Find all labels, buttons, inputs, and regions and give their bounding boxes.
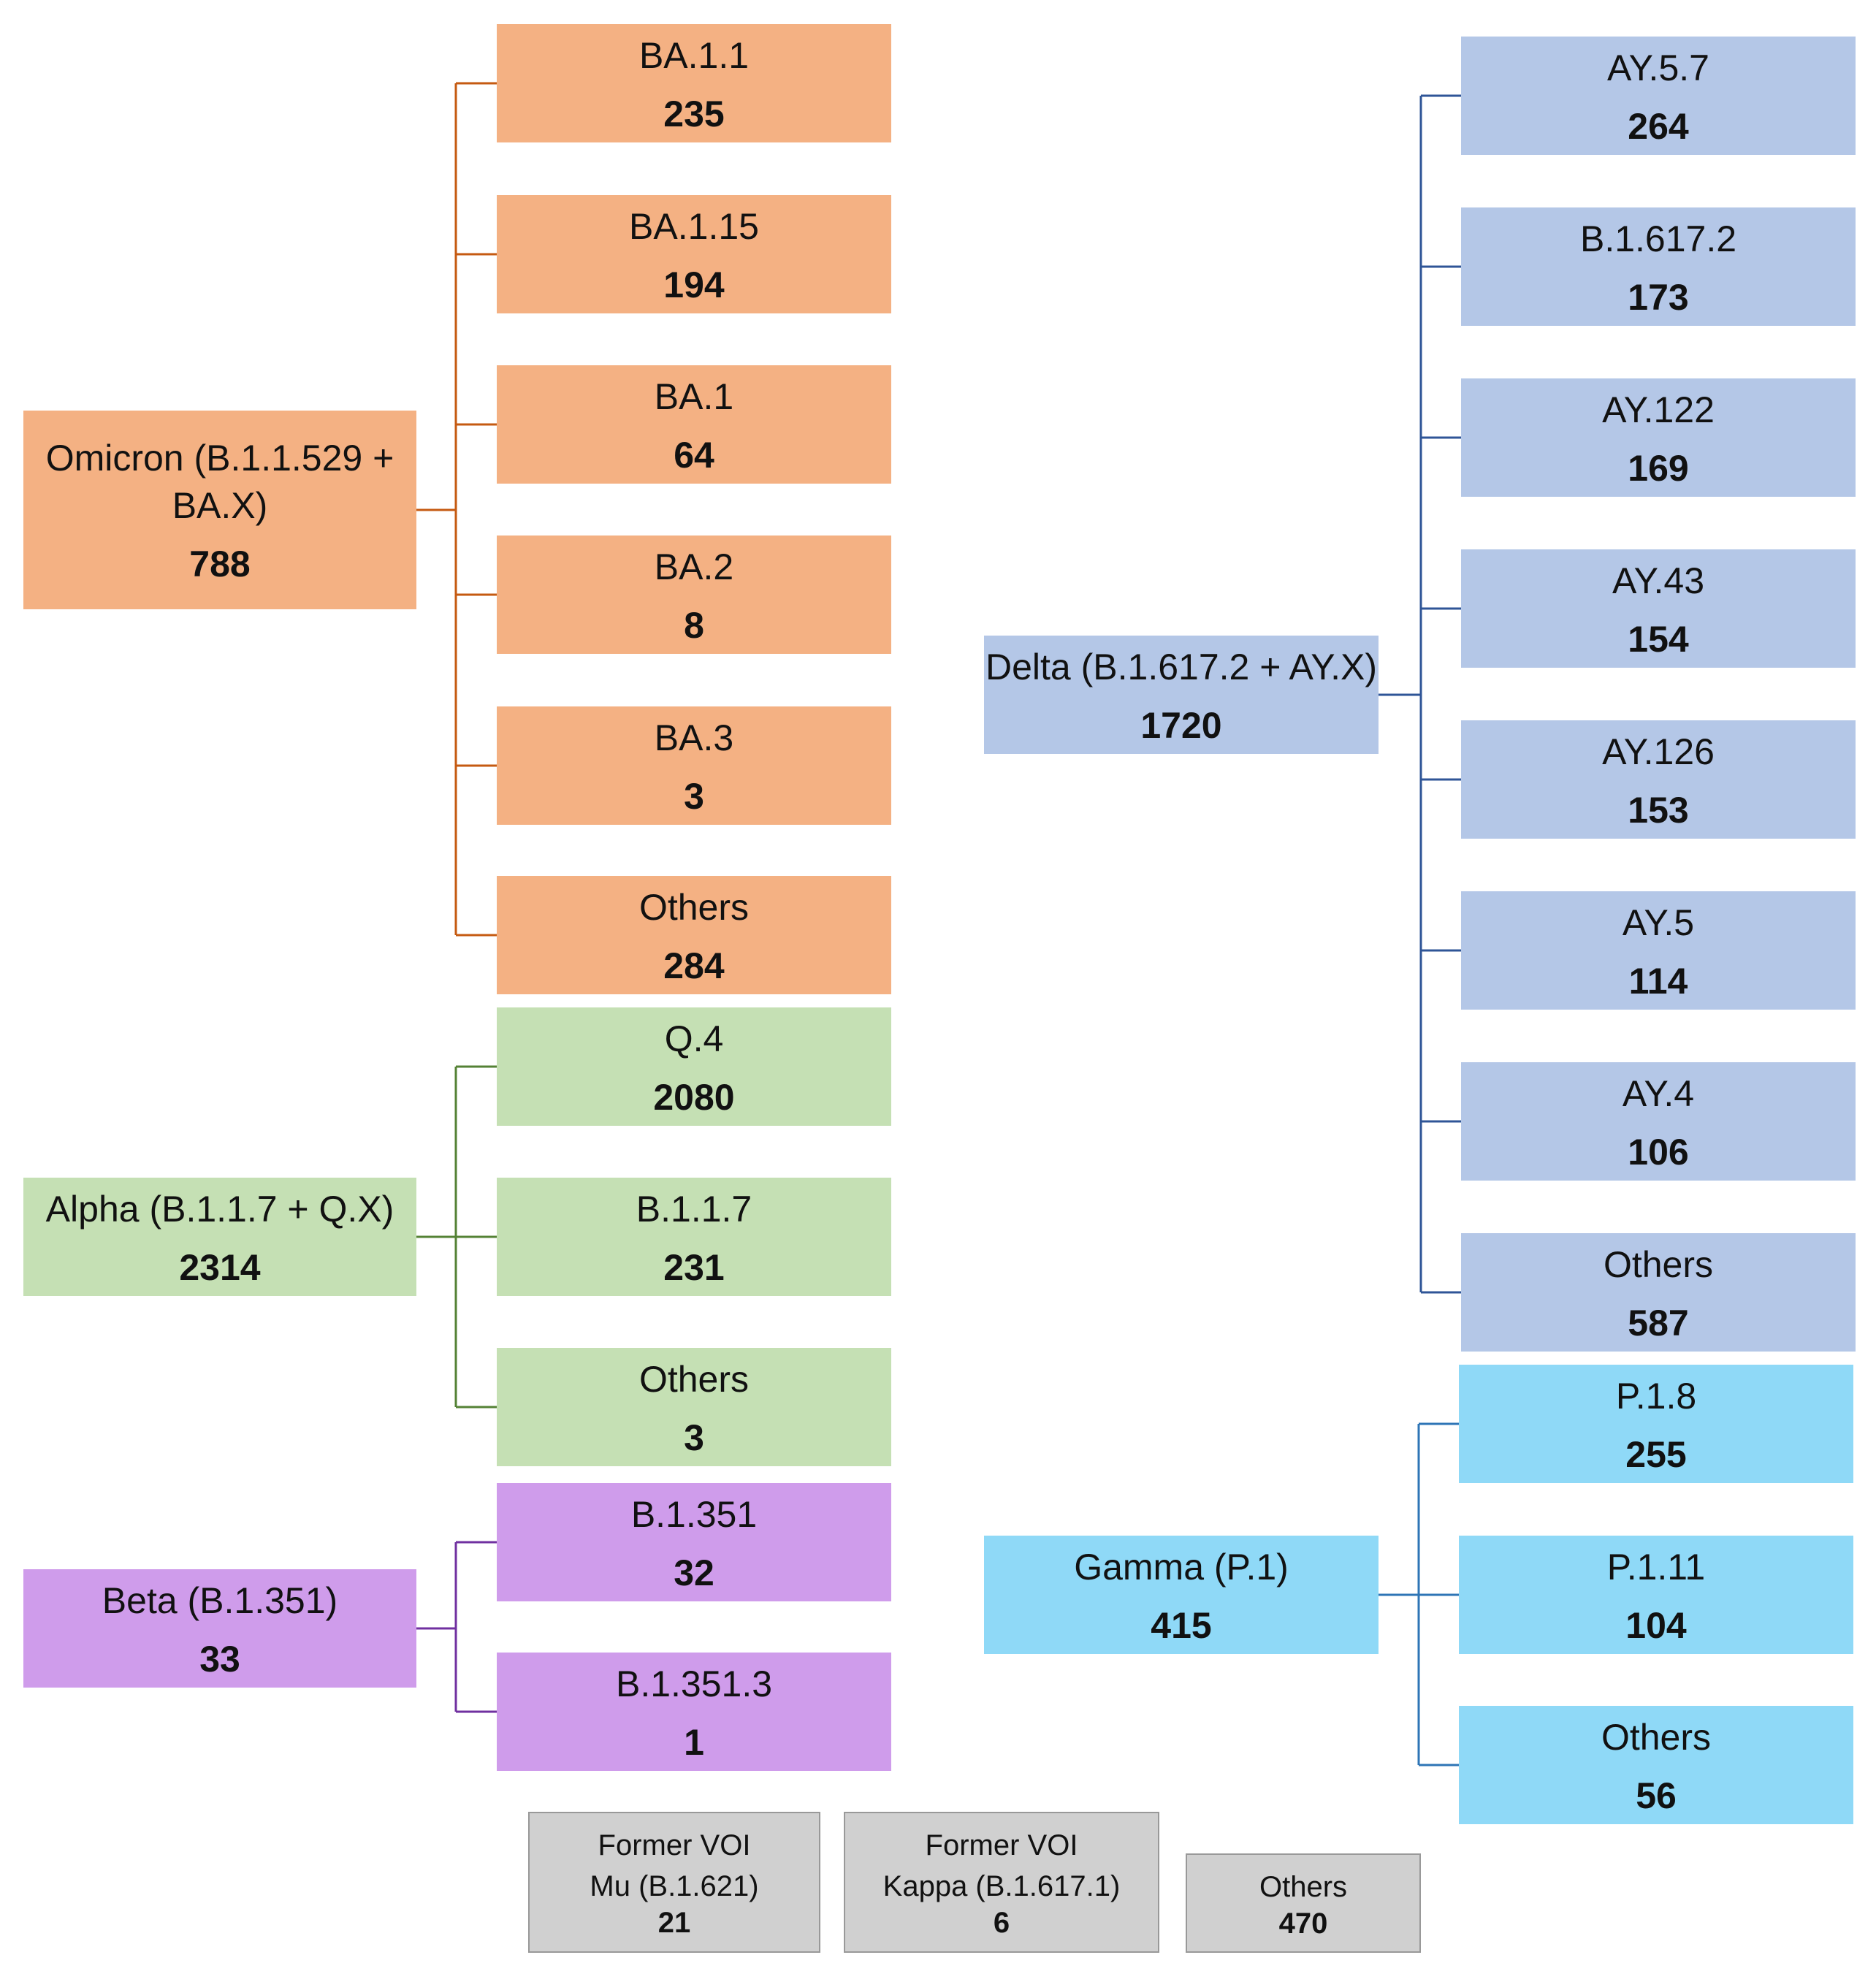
child-count: 154 [1628,618,1689,660]
former-voi-kappa-label: Former VOI Kappa (B.1.617.1) [882,1829,1121,1902]
child-count: 587 [1628,1302,1689,1343]
child-count: 169 [1628,447,1689,489]
child-label: AY.122 [1602,389,1715,430]
delta-child-box: B.1.617.2 173 [1461,207,1856,326]
child-label: AY.4 [1622,1072,1695,1114]
child-count: 114 [1628,960,1688,1002]
child-label: AY.43 [1612,560,1705,601]
child-label: P.1.11 [1606,1546,1706,1587]
delta-parent-box: Delta (B.1.617.2 + AY.X) 1720 [984,636,1379,754]
beta-label: Beta (B.1.351) [102,1579,338,1621]
omicron-child-box: BA.3 3 [497,706,891,825]
child-count: 153 [1628,789,1689,831]
omicron-child-box: BA.2 8 [497,535,891,654]
child-label: B.1.351 [630,1493,758,1535]
alpha-child-box: B.1.1.7 231 [497,1178,891,1296]
beta-count: 33 [199,1638,240,1680]
beta-child-box: B.1.351.3 1 [497,1653,891,1771]
child-label: Others [1601,1716,1712,1758]
alpha-child-box: Q.4 2080 [497,1007,891,1126]
alpha-parent-box: Alpha (B.1.1.7 + Q.X) 2314 [23,1178,416,1296]
former-voi-kappa-count: 6 [993,1907,1010,1939]
child-count: 284 [663,945,725,986]
omicron-parent-box: Omicron (B.1.1.529 + BA.X) 788 [23,411,416,609]
child-count: 255 [1625,1433,1687,1475]
child-label: B.1.1.7 [636,1188,752,1230]
gamma-child-box: Others 56 [1459,1706,1853,1824]
child-label: B.1.617.2 [1579,218,1737,259]
delta-label: Delta (B.1.617.2 + AY.X) [985,646,1377,687]
gamma-count: 415 [1151,1604,1212,1646]
child-count: 32 [674,1552,714,1593]
child-count: 264 [1628,105,1689,147]
child-count: 3 [684,775,704,817]
child-count: 194 [663,264,725,305]
gamma-parent-box: Gamma (P.1) 415 [984,1536,1379,1654]
child-label: Others [638,886,750,928]
others-box: Others 470 [1186,1853,1421,1953]
child-label: AY.126 [1602,731,1715,772]
former-voi-mu-label: Former VOI Mu (B.1.621) [590,1829,759,1902]
child-count: 235 [663,93,725,134]
child-count: 106 [1628,1131,1689,1173]
delta-child-box: AY.4 106 [1461,1062,1856,1181]
delta-child-box: AY.5.7 264 [1461,37,1856,155]
omicron-count: 788 [189,544,251,584]
delta-child-box: Others 587 [1461,1233,1856,1352]
omicron-child-box: BA.1.15 194 [497,195,891,313]
delta-count: 1720 [1140,704,1222,746]
child-label: Q.4 [664,1018,724,1059]
child-count: 231 [663,1246,725,1288]
alpha-label: Alpha (B.1.1.7 + Q.X) [45,1188,394,1230]
delta-child-box: AY.126 153 [1461,720,1856,839]
child-label: BA.1 [654,376,734,417]
delta-child-box: AY.5 114 [1461,891,1856,1010]
child-label: BA.1.15 [629,205,759,247]
child-label: Others [1603,1243,1714,1285]
child-count: 3 [684,1417,704,1458]
child-count: 2080 [653,1076,735,1118]
child-count: 56 [1636,1775,1677,1816]
child-count: 1 [684,1721,704,1763]
child-label: BA.3 [654,717,734,758]
delta-child-box: AY.122 169 [1461,378,1856,497]
child-label: Others [638,1358,750,1400]
former-voi-mu-box: Former VOI Mu (B.1.621) 21 [528,1812,820,1953]
omicron-child-box: BA.1 64 [497,365,891,484]
omicron-child-box: BA.1.1 235 [497,24,891,142]
child-count: 64 [674,434,714,476]
others-label: Others [1259,1870,1348,1903]
child-label: AY.5.7 [1607,47,1709,88]
beta-parent-box: Beta (B.1.351) 33 [23,1569,416,1688]
omicron-child-box: Others 284 [497,876,891,994]
alpha-child-box: Others 3 [497,1348,891,1466]
former-voi-kappa-box: Former VOI Kappa (B.1.617.1) 6 [844,1812,1159,1953]
beta-child-box: B.1.351 32 [497,1483,891,1601]
others-count: 470 [1278,1907,1328,1940]
gamma-child-box: P.1.8 255 [1459,1365,1853,1483]
child-label: B.1.351.3 [615,1663,773,1704]
alpha-count: 2314 [179,1246,261,1288]
delta-child-box: AY.43 154 [1461,549,1856,668]
former-voi-mu-count: 21 [657,1907,691,1939]
child-count: 8 [684,604,704,646]
child-label: BA.2 [654,546,734,587]
child-label: P.1.8 [1615,1375,1697,1417]
gamma-child-box: P.1.11 104 [1459,1536,1853,1654]
child-count: 173 [1628,276,1689,318]
gamma-label: Gamma (P.1) [1074,1546,1289,1587]
child-label: BA.1.1 [638,34,750,76]
omicron-label: Omicron (B.1.1.529 + BA.X) [45,438,394,526]
child-count: 104 [1625,1604,1687,1646]
child-label: AY.5 [1622,902,1695,943]
